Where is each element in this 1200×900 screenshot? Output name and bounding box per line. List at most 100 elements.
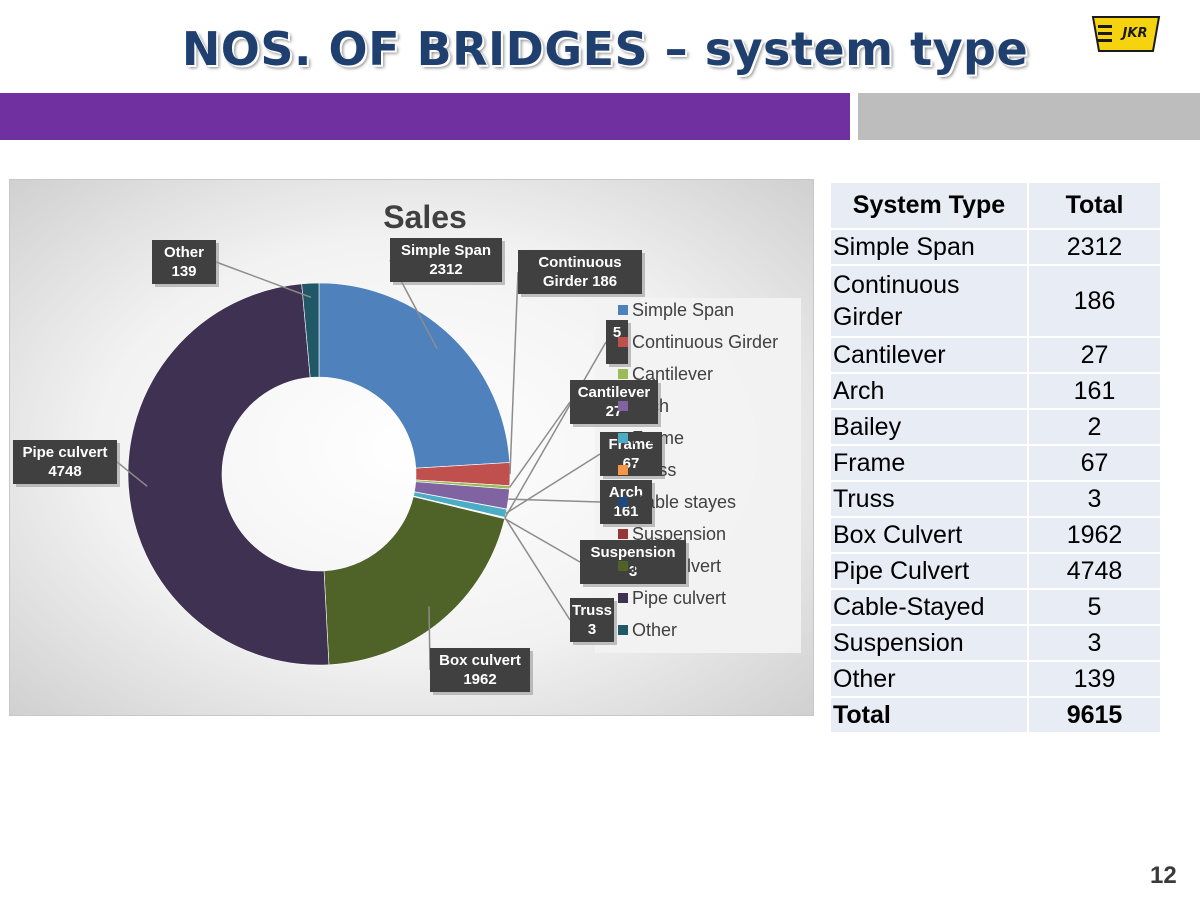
data-label-box-cantilever — [570, 380, 658, 424]
legend-label-continuous-girder: Continuous Girder — [632, 332, 778, 352]
cell-total: 1962 — [1029, 518, 1160, 552]
legend-swatch-other — [618, 625, 628, 635]
cell-system-type: Continuous Girder — [831, 266, 1027, 336]
data-label-box-cable-stayes — [606, 320, 628, 364]
data-label-text-suspension: 3 — [629, 563, 637, 580]
data-label-text-pipe-culvert: 4748 — [48, 463, 81, 480]
cell-total-value: 9615 — [1029, 698, 1160, 732]
cell-total: 67 — [1029, 446, 1160, 480]
legend-label-truss: Truss — [632, 460, 676, 480]
legend-swatch-pipe-culvert — [618, 593, 628, 603]
cell-total: 4748 — [1029, 554, 1160, 588]
cell-system-type: Simple Span — [831, 230, 1027, 264]
cell-total: 27 — [1029, 338, 1160, 372]
leader-line-other — [215, 261, 312, 298]
cell-total-label: Total — [831, 698, 1027, 732]
page-number: 12 — [1150, 862, 1177, 889]
table-row: Cantilever 27 — [831, 338, 1160, 372]
data-label-text-cable-stayes: 5 — [613, 324, 621, 341]
cell-system-type: Bailey — [831, 410, 1027, 444]
cell-system-type: Arch — [831, 374, 1027, 408]
header-band-gray — [858, 93, 1200, 140]
legend-swatch-truss — [618, 465, 628, 475]
data-label-box-other — [152, 240, 216, 284]
legend-label-box-culvert: Box culvert — [632, 556, 721, 576]
legend-swatch-simple-span — [618, 305, 628, 315]
cell-system-type: Box Culvert — [831, 518, 1027, 552]
cell-total: 5 — [1029, 590, 1160, 624]
cell-total: 3 — [1029, 482, 1160, 516]
legend-label-cable-stayes: Cable stayes — [632, 492, 736, 512]
cell-system-type: Other — [831, 662, 1027, 696]
data-label-box-box-culvert — [430, 648, 530, 692]
table-row: Other 139 — [831, 662, 1160, 696]
legend-swatch-suspension — [618, 529, 628, 539]
header-system-type: System Type — [831, 183, 1027, 228]
slide-title: NOS. OF BRIDGES – system type — [181, 22, 1029, 76]
legend-label-simple-span: Simple Span — [632, 300, 734, 320]
header-band-purple — [0, 93, 850, 140]
slice-box-culvert — [323, 496, 506, 666]
table-row: Suspension 3 — [831, 626, 1160, 660]
logo-text: JKR — [1120, 26, 1148, 41]
data-label-text-pipe-culvert: Pipe culvert — [22, 444, 107, 461]
cell-system-type: Cantilever — [831, 338, 1027, 372]
legend-label-other: Other — [632, 620, 677, 640]
legend-swatch-cantilever — [618, 369, 628, 379]
legend-label-pipe-culvert: Pipe culvert — [632, 588, 726, 608]
leader-line-suspension — [504, 517, 581, 563]
data-label-text-simple-span: 2312 — [429, 261, 462, 278]
legend-label-suspension: Suspension — [632, 524, 726, 544]
table-row: Cable-Stayed 5 — [831, 590, 1160, 624]
chart-title: Sales — [383, 199, 467, 235]
legend-label-frame: Frame — [632, 428, 684, 448]
jkr-logo: JKR — [1091, 16, 1161, 52]
cell-total: 139 — [1029, 662, 1160, 696]
table-row: Box Culvert 1962 — [831, 518, 1160, 552]
data-label-text-box-culvert: Box culvert — [439, 652, 521, 669]
data-label-text-continuous-girder: Continuous — [538, 254, 621, 271]
data-label-text-box-culvert: 1962 — [463, 671, 496, 688]
table-row: Pipe Culvert 4748 — [831, 554, 1160, 588]
data-label-box-simple-span — [390, 238, 502, 282]
legend-label-cantilever: Cantilever — [632, 364, 713, 384]
legend-swatch-continuous-girder — [618, 337, 628, 347]
data-label-text-arch: 161 — [613, 503, 638, 520]
data-label-text-other: 139 — [171, 263, 196, 280]
slice-simple-span — [318, 282, 510, 469]
slice-other — [301, 282, 320, 378]
cell-system-type: Frame — [831, 446, 1027, 480]
data-labels: Other 139 Simple Span 2312 ContinuousGirder … — [13, 238, 689, 695]
leader-lines — [116, 259, 607, 671]
data-label-text-arch: Arch — [609, 484, 643, 501]
data-label-text-truss: 3 — [588, 621, 596, 638]
leader-line-cable-stayes — [504, 341, 607, 519]
cell-total: 2 — [1029, 410, 1160, 444]
table-total-row: Total 9615 — [831, 698, 1160, 732]
slice-pipe-culvert — [127, 283, 330, 666]
legend-swatch-arch — [618, 401, 628, 411]
cell-system-type: Truss — [831, 482, 1027, 516]
data-label-box-truss — [570, 598, 614, 642]
cell-total: 186 — [1029, 266, 1160, 336]
data-label-box-continuous-girder — [518, 250, 642, 294]
header-total: Total — [1029, 183, 1160, 228]
cell-total: 3 — [1029, 626, 1160, 660]
data-label-text-continuous-girder: Girder 186 — [543, 273, 617, 290]
cell-total: 161 — [1029, 374, 1160, 408]
data-label-text-other: Other — [164, 244, 204, 261]
system-type-table: System Type Total Simple Span 2312 Conti… — [829, 181, 1162, 734]
data-label-text-simple-span: Simple Span — [401, 242, 491, 259]
table-row: Arch 161 — [831, 374, 1160, 408]
leader-line-pipe-culvert — [116, 461, 148, 487]
data-label-box-frame — [600, 432, 662, 476]
legend-swatch-cable-stayes — [618, 497, 628, 507]
slices-group — [127, 282, 511, 666]
leader-line-truss — [504, 517, 571, 621]
legend-swatch-frame — [618, 433, 628, 443]
cell-system-type: Pipe Culvert — [831, 554, 1027, 588]
cell-system-type: Cable-Stayed — [831, 590, 1027, 624]
